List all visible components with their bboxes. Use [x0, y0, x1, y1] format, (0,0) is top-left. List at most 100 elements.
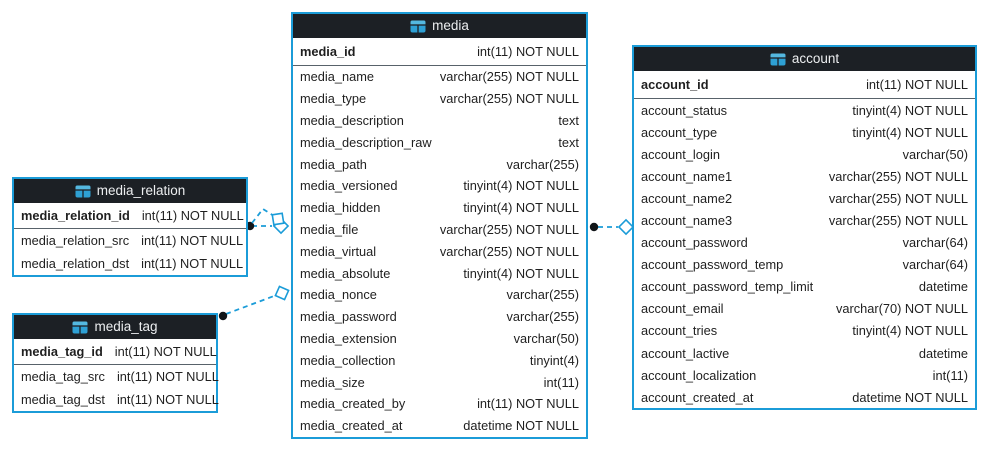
column-name: media_id [300, 44, 356, 59]
relationship-dot-icon [218, 311, 228, 321]
column-name: media_virtual [300, 243, 377, 259]
column-type: varchar(255) [506, 156, 579, 172]
table-row[interactable]: media_relation_dst int(11) NOT NULL [14, 252, 246, 275]
table-columns: media_tag_src int(11) NOT NULL media_tag… [14, 365, 219, 411]
relationship-diamond-icon [617, 218, 635, 236]
table-row[interactable]: media_file varchar(255) NOT NULL [293, 219, 586, 241]
table-row[interactable]: account_password_temp varchar(64) [634, 254, 975, 276]
connector-media_tag-media[interactable] [218, 285, 290, 321]
column-type: int(11) NOT NULL [477, 44, 579, 59]
table-row[interactable]: media_description text [293, 110, 586, 132]
table-row[interactable]: account_password_temp_limit datetime [634, 276, 975, 298]
connector-media-account[interactable] [589, 218, 635, 236]
table-row[interactable]: account_password varchar(64) [634, 232, 975, 254]
column-type: varchar(255) NOT NULL [439, 221, 579, 237]
column-name: media_absolute [300, 265, 391, 281]
column-name: media_relation_src [21, 233, 130, 248]
table-header[interactable]: media_tag [14, 315, 216, 339]
table-row[interactable]: media_type varchar(255) NOT NULL [293, 88, 586, 110]
table-row[interactable]: media_hidden tinyint(4) NOT NULL [293, 197, 586, 219]
column-name: media_tag_src [21, 369, 105, 384]
column-type: int(11) NOT NULL [141, 233, 244, 248]
table-row[interactable]: account_name3 varchar(255) NOT NULL [634, 209, 975, 231]
column-name: media_tag_dst [21, 392, 105, 407]
column-type: varchar(255) [506, 287, 579, 303]
column-name: account_password_temp_limit [641, 279, 814, 295]
column-type: int(11) NOT NULL [141, 256, 244, 271]
primary-key-row[interactable]: account_id int(11) NOT NULL [634, 71, 975, 99]
column-name: account_id [641, 77, 709, 92]
column-name: media_collection [300, 352, 396, 368]
table-node-media_relation[interactable]: media_relation media_relation_id int(11)… [12, 177, 248, 277]
table-row[interactable]: account_created_at datetime NOT NULL [634, 386, 975, 408]
table-row[interactable]: media_versioned tinyint(4) NOT NULL [293, 175, 586, 197]
table-row[interactable]: media_size int(11) [293, 371, 586, 393]
table-row[interactable]: media_created_by int(11) NOT NULL [293, 393, 586, 415]
table-columns: account_status tinyint(4) NOT NULL accou… [634, 99, 975, 408]
table-row[interactable]: account_email varchar(70) NOT NULL [634, 298, 975, 320]
column-name: account_tries [641, 323, 718, 339]
column-type: datetime [918, 279, 968, 295]
column-type: tinyint(4) NOT NULL [463, 178, 579, 194]
relationship-diamond-icon [271, 212, 285, 226]
column-name: media_tag_id [21, 344, 103, 359]
table-row[interactable]: media_created_at datetime NOT NULL [293, 415, 586, 437]
column-type: tinyint(4) NOT NULL [463, 200, 579, 216]
table-columns: media_name varchar(255) NOT NULL media_t… [293, 66, 586, 437]
table-row[interactable]: account_login varchar(50) [634, 143, 975, 165]
table-row[interactable]: account_name2 varchar(255) NOT NULL [634, 187, 975, 209]
table-node-media[interactable]: media media_id int(11) NOT NULL media_na… [291, 12, 588, 439]
table-row[interactable]: account_tries tinyint(4) NOT NULL [634, 320, 975, 342]
table-row[interactable]: media_virtual varchar(255) NOT NULL [293, 240, 586, 262]
table-row[interactable]: media_password varchar(255) [293, 306, 586, 328]
primary-key-row[interactable]: media_tag_id int(11) NOT NULL [14, 339, 217, 365]
table-header[interactable]: account [634, 47, 975, 71]
column-type: int(11) NOT NULL [477, 396, 579, 412]
column-type: varchar(50) [513, 330, 579, 346]
column-type: datetime NOT NULL [463, 418, 579, 434]
table-row[interactable]: account_type tinyint(4) NOT NULL [634, 121, 975, 143]
table-icon [410, 20, 426, 33]
column-name: account_name3 [641, 213, 733, 229]
table-row[interactable]: account_status tinyint(4) NOT NULL [634, 99, 975, 121]
table-row[interactable]: media_collection tinyint(4) [293, 349, 586, 371]
column-type: datetime NOT NULL [852, 389, 968, 405]
table-node-account[interactable]: account account_id int(11) NOT NULL acco… [632, 45, 977, 411]
relationship-line[interactable] [225, 295, 275, 315]
column-name: account_status [641, 102, 728, 118]
column-name: account_type [641, 124, 718, 140]
table-row[interactable]: account_lactive datetime [634, 342, 975, 364]
column-name: media_path [300, 156, 367, 172]
relationship-line[interactable] [251, 207, 275, 224]
table-row[interactable]: media_nonce varchar(255) [293, 284, 586, 306]
primary-key-row[interactable]: media_relation_id int(11) NOT NULL [14, 203, 246, 229]
column-name: account_login [641, 146, 720, 162]
column-name: media_relation_id [21, 208, 130, 223]
column-name: media_nonce [300, 287, 377, 303]
column-name: media_created_by [300, 396, 406, 412]
table-header[interactable]: media [293, 14, 586, 38]
table-row[interactable]: account_localization int(11) [634, 364, 975, 386]
table-row[interactable]: media_tag_dst int(11) NOT NULL [14, 388, 219, 411]
column-type: int(11) NOT NULL [114, 344, 217, 359]
table-row[interactable]: media_description_raw text [293, 131, 586, 153]
table-row[interactable]: media_tag_src int(11) NOT NULL [14, 365, 219, 388]
table-row[interactable]: account_name1 varchar(255) NOT NULL [634, 165, 975, 187]
primary-key-row[interactable]: media_id int(11) NOT NULL [293, 38, 586, 66]
connector-media_relation-media-2[interactable] [251, 207, 285, 226]
table-row[interactable]: media_extension varchar(50) [293, 328, 586, 350]
table-row[interactable]: media_relation_src int(11) NOT NULL [14, 229, 246, 252]
column-type: varchar(64) [902, 235, 968, 251]
table-icon [72, 321, 88, 334]
table-row[interactable]: media_path varchar(255) [293, 153, 586, 175]
column-type: int(11) NOT NULL [116, 392, 219, 407]
table-header[interactable]: media_relation [14, 179, 246, 203]
column-type: varchar(255) NOT NULL [828, 213, 968, 229]
table-node-media_tag[interactable]: media_tag media_tag_id int(11) NOT NULL … [12, 313, 219, 413]
table-row[interactable]: media_absolute tinyint(4) NOT NULL [293, 262, 586, 284]
column-type: text [558, 134, 579, 150]
column-name: account_lactive [641, 345, 730, 361]
table-title: account [791, 51, 840, 66]
table-row[interactable]: media_name varchar(255) NOT NULL [293, 66, 586, 88]
